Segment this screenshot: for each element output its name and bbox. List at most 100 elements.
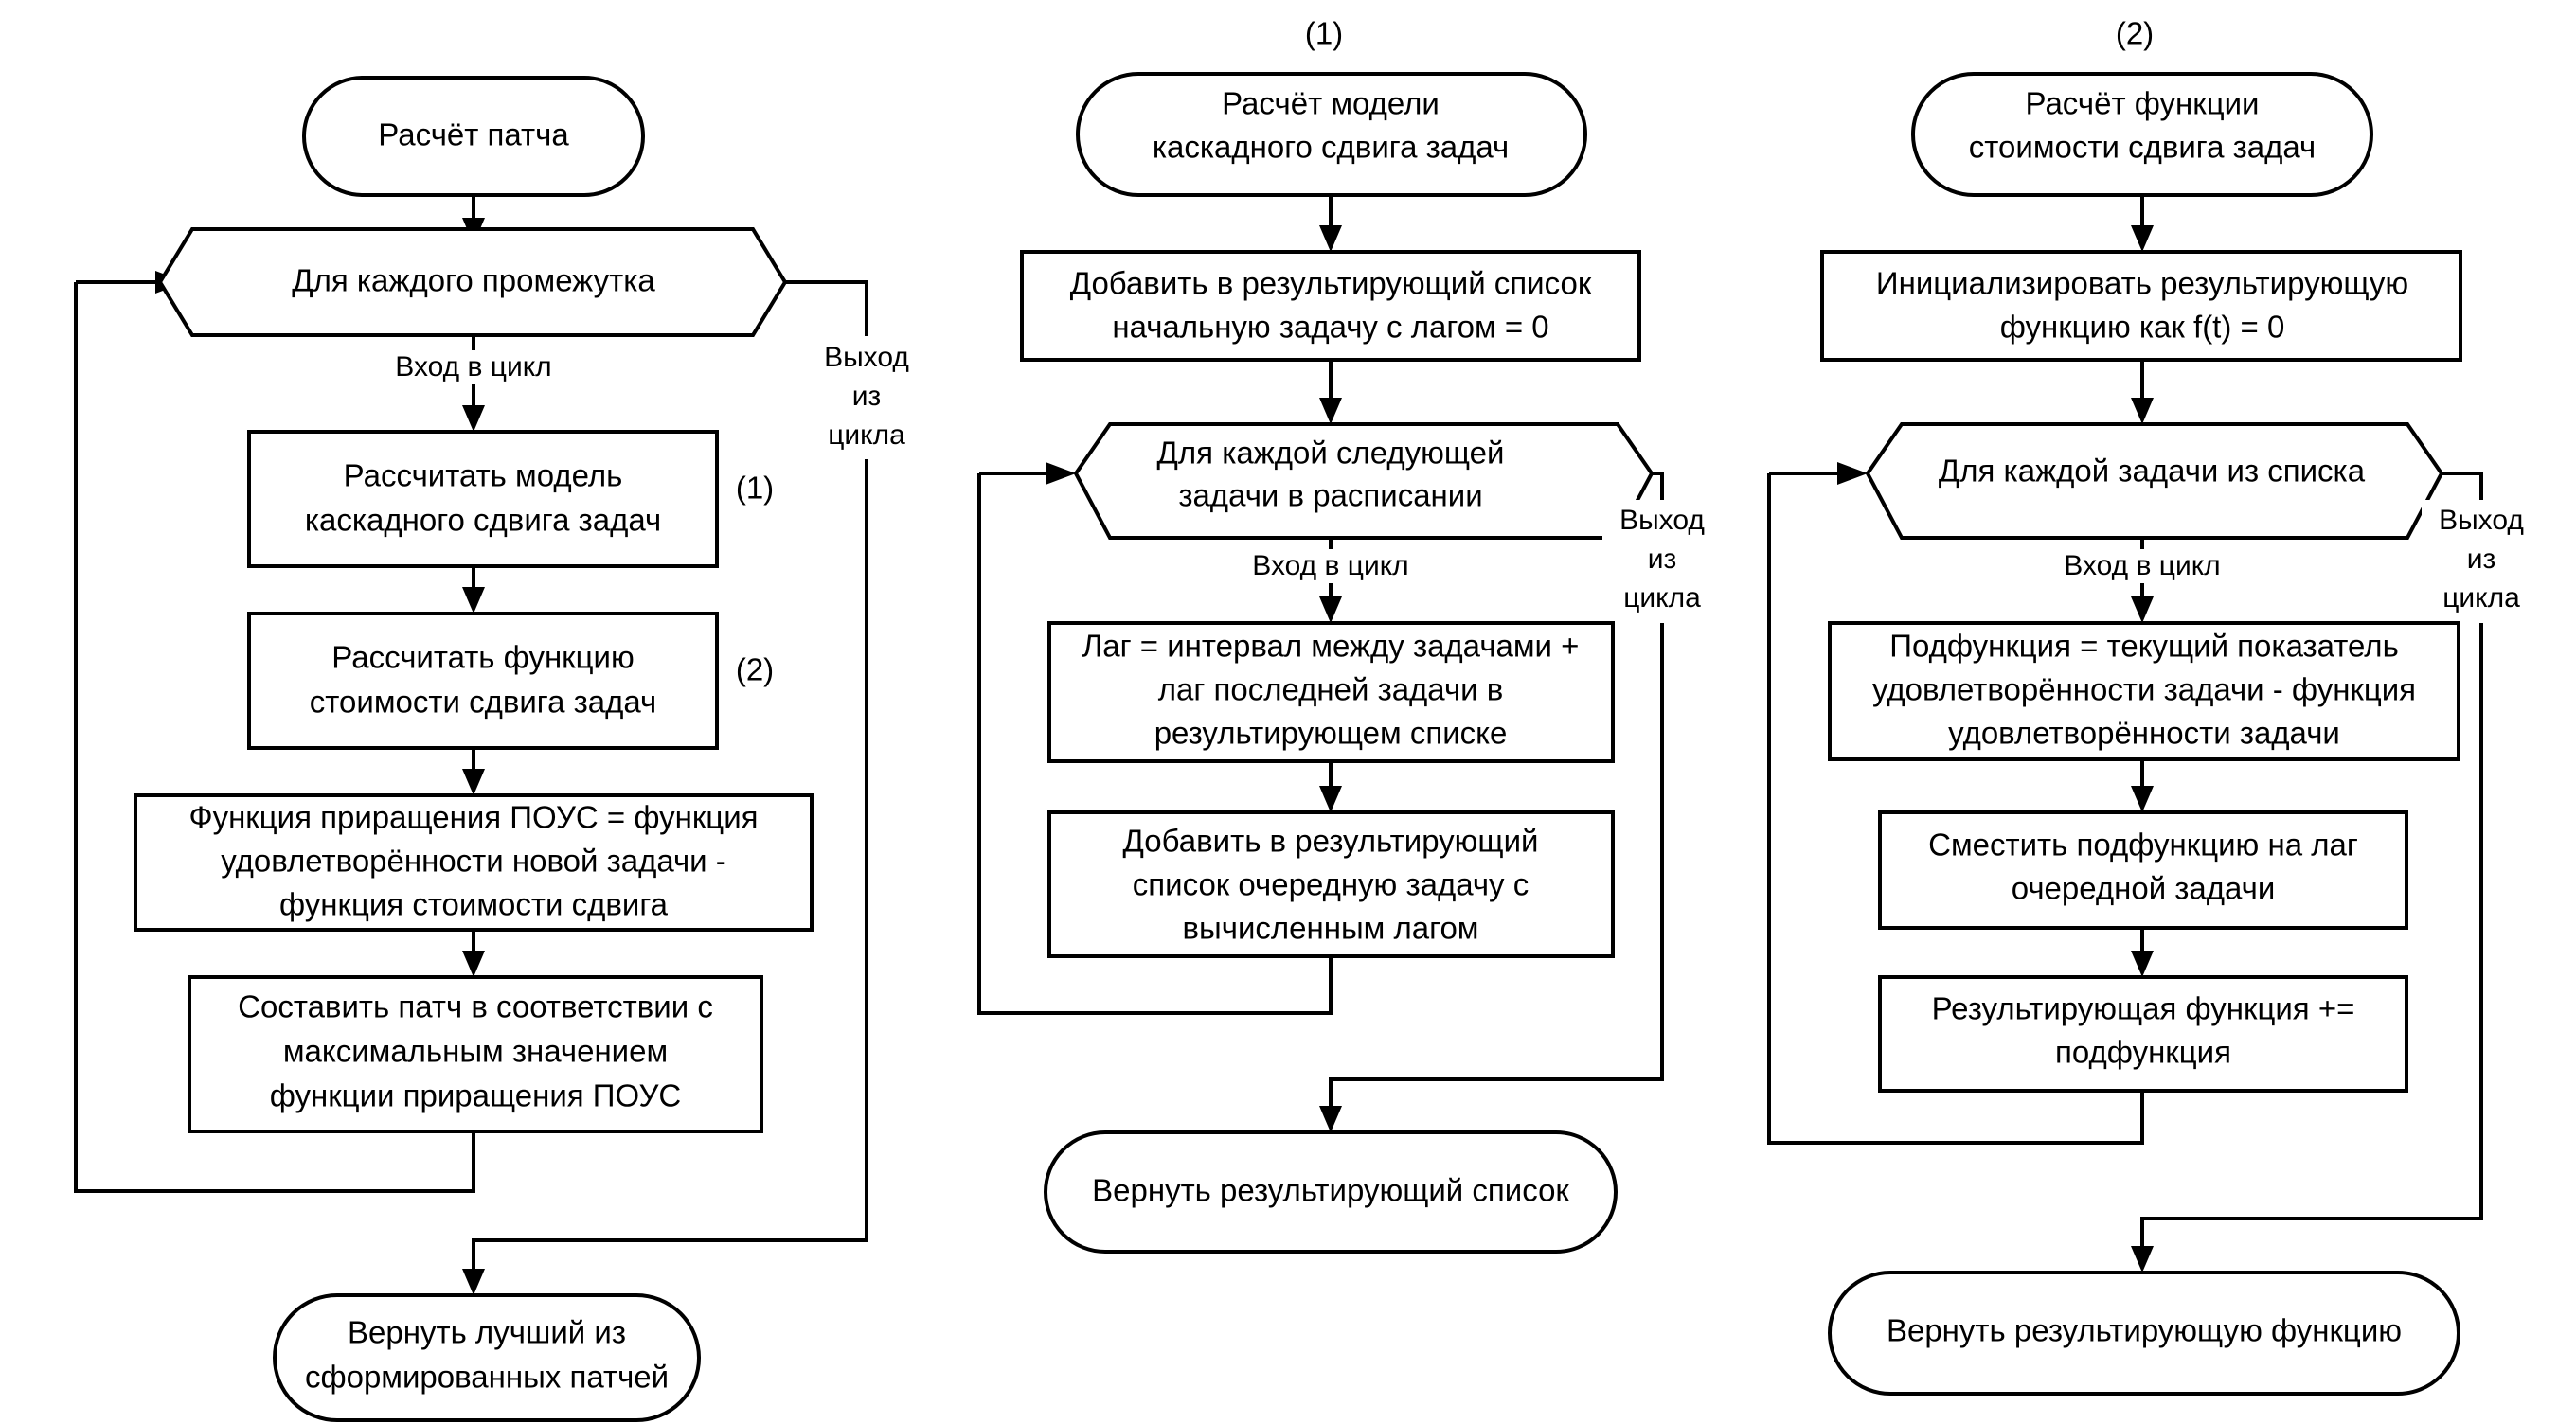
node-l-start[interactable]: Расчёт патча: [302, 76, 645, 197]
node-l-start-line-1: Расчёт патча: [378, 117, 569, 152]
node-l-p4-line-2: максимальным значением: [283, 1034, 668, 1069]
node-r-end-line-1: Вернуть результирующую функцию: [1887, 1313, 2402, 1348]
node-l-p4[interactable]: Составить патч в соответствии с максимал…: [188, 975, 763, 1133]
arrowhead-mstart-mp0: [1319, 225, 1342, 252]
node-r-loop-line-1: Для каждой задачи из списка: [1939, 454, 2366, 489]
arrowhead-rloopback-rloop: [1837, 462, 1868, 485]
node-m-p0-line-1: Добавить в результирующий список: [1070, 266, 1592, 301]
process-shape: [1047, 810, 1615, 958]
node-r-start[interactable]: Расчёт функции стоимости сдвига задач: [1911, 72, 2373, 197]
node-r-p1-line-2: удовлетворённости задачи - функция: [1872, 672, 2416, 707]
node-m-start-line-2: каскадного сдвига задач: [1153, 130, 1509, 165]
node-m-p1[interactable]: Лаг = интервал между задачами + лаг посл…: [1047, 621, 1615, 763]
node-l-p4-line-3: функции приращения ПОУС: [270, 1078, 682, 1113]
edge-label-middle-exit-line1: Выход: [1619, 505, 1705, 536]
loop-hexagon-shape: [157, 227, 788, 337]
node-m-p0[interactable]: Добавить в результирующий список начальн…: [1020, 250, 1641, 362]
node-m-p1-line-1: Лаг = интервал между задачами +: [1082, 629, 1580, 664]
node-m-end[interactable]: Вернуть результирующий список: [1044, 1130, 1618, 1254]
loop-hexagon-shape: [1865, 422, 2444, 540]
node-m-start-line-1: Расчёт модели: [1222, 86, 1440, 121]
node-l-p1[interactable]: Рассчитать модель каскадного сдвига зада…: [247, 430, 719, 568]
edge-label-middle-enter-text: Вход в цикл: [1252, 550, 1408, 581]
process-shape: [247, 430, 719, 568]
node-l-end-line-2: сформированных патчей: [305, 1360, 669, 1395]
edge-rloop-exit-rend: [2140, 472, 2483, 1255]
arrowhead-rstart-rp0: [2131, 225, 2154, 252]
column-tag-1-label: (1): [1305, 16, 1343, 51]
edge-label-bg: [381, 350, 566, 384]
node-r-p0[interactable]: Инициализировать результирующую функцию …: [1820, 250, 2462, 362]
arrowhead-rloop-rp1: [2131, 596, 2154, 623]
arrowhead-mloopback-mloop: [1046, 462, 1076, 485]
edge-label-right-enter: Вход в цикл: [2049, 549, 2235, 583]
edge-label-bg: [2422, 500, 2541, 623]
edge-label-middle-exit: Выход из цикла: [1602, 500, 1722, 623]
node-m-loop-line-2: задачи в расписании: [1178, 478, 1482, 513]
node-l-p2-line-2: стоимости сдвига задач: [310, 685, 656, 720]
column-tag-2-label: (2): [2116, 16, 2154, 51]
node-m-p1-line-2: лаг последней задачи в: [1158, 672, 1504, 707]
node-m-p2[interactable]: Добавить в результирующий список очередн…: [1047, 810, 1615, 958]
arrowhead-rloop-rend: [2131, 1246, 2154, 1273]
edge-label-bg: [807, 336, 926, 459]
node-l-loop[interactable]: Для каждого промежутка: [157, 227, 788, 337]
edge-label-right-exit: Выход из цикла: [2422, 500, 2541, 623]
column-tag-1: (1): [1305, 16, 1343, 51]
node-l-p3[interactable]: Функция приращения ПОУС = функция удовле…: [134, 793, 814, 932]
node-r-p0-line-1: Инициализировать результирующую: [1876, 266, 2408, 301]
arrowhead-mloop-mp1: [1319, 596, 1342, 623]
node-m-p2-line-3: вычисленным лагом: [1183, 911, 1479, 946]
node-l-p4-line-1: Составить патч в соответствии с: [238, 989, 713, 1024]
terminator-shape: [1828, 1271, 2460, 1396]
process-shape: [1878, 810, 2408, 930]
node-l-end-line-1: Вернуть лучший из: [348, 1315, 626, 1350]
node-r-p1-line-1: Подфункция = текущий показатель: [1889, 629, 2399, 664]
arrowhead-mloop-mend: [1319, 1106, 1342, 1132]
process-shape: [1828, 621, 2460, 761]
edge-label-right-exit-line2: из: [2467, 543, 2496, 575]
node-m-start[interactable]: Расчёт модели каскадного сдвига задач: [1076, 72, 1587, 197]
node-r-p2-line-1: Сместить подфункцию на лаг: [1928, 828, 2358, 863]
node-l-p2[interactable]: Рассчитать функцию стоимости сдвига зада…: [247, 612, 719, 750]
node-l-loop-line-1: Для каждого промежутка: [292, 263, 655, 298]
terminator-shape: [1076, 72, 1587, 197]
edge-label-left-exit: Выход из цикла: [807, 336, 926, 459]
node-r-p1[interactable]: Подфункция = текущий показатель удовлетв…: [1828, 621, 2460, 761]
node-r-loop[interactable]: Для каждой задачи из списка: [1865, 422, 2444, 540]
process-shape: [188, 975, 763, 1133]
node-m-p2-line-2: список очередную задачу с: [1133, 867, 1529, 902]
terminator-shape: [302, 76, 645, 197]
node-l-end[interactable]: Вернуть лучший из сформированных патчей: [273, 1293, 701, 1422]
edge-label-bg: [1602, 500, 1722, 623]
process-shape: [1820, 250, 2462, 362]
process-shape: [1047, 621, 1615, 763]
edge-label-middle-enter: Вход в цикл: [1238, 549, 1423, 583]
edge-label-left-exit-line3: цикла: [828, 419, 905, 451]
arrowhead-mp1-mp2: [1319, 786, 1342, 812]
node-l-p3-line-2: удовлетворённости новой задачи -: [221, 844, 726, 879]
node-r-p1-line-3: удовлетворённости задачи: [1948, 716, 2340, 751]
edge-lp4-loopback: [74, 282, 475, 1193]
edge-label-left-enter: Вход в цикл: [381, 350, 566, 384]
edge-label-middle-exit-line2: из: [1648, 543, 1677, 575]
node-r-p2[interactable]: Сместить подфункцию на лаг очередной зад…: [1878, 810, 2408, 930]
process-shape: [134, 793, 814, 932]
node-r-p0-line-2: функцию как f(t) = 0: [2000, 310, 2285, 345]
node-m-p2-line-1: Добавить в результирующий: [1123, 824, 1539, 859]
node-r-p3[interactable]: Результирующая функция += подфункция: [1878, 975, 2408, 1093]
node-r-p3-line-2: подфункция: [2055, 1035, 2231, 1070]
edge-mp2-loopback: [977, 473, 1333, 1015]
column-tag-2: (2): [2116, 16, 2154, 51]
edge-label-right-enter-text: Вход в цикл: [2064, 550, 2220, 581]
arrowhead-lloop-lend: [462, 1269, 485, 1295]
node-r-end[interactable]: Вернуть результирующую функцию: [1828, 1271, 2460, 1396]
edge-label-left-enter-text: Вход в цикл: [395, 351, 551, 383]
node-l-p3-line-3: функция стоимости сдвига: [279, 887, 669, 922]
arrowhead-rp0-rloop: [2131, 398, 2154, 424]
edge-label-bg: [1238, 549, 1423, 583]
terminator-shape: [273, 1293, 701, 1422]
node-m-loop[interactable]: Для каждой следующей задачи в расписании: [1073, 422, 1655, 540]
ref-tag-2: (2): [736, 652, 774, 687]
